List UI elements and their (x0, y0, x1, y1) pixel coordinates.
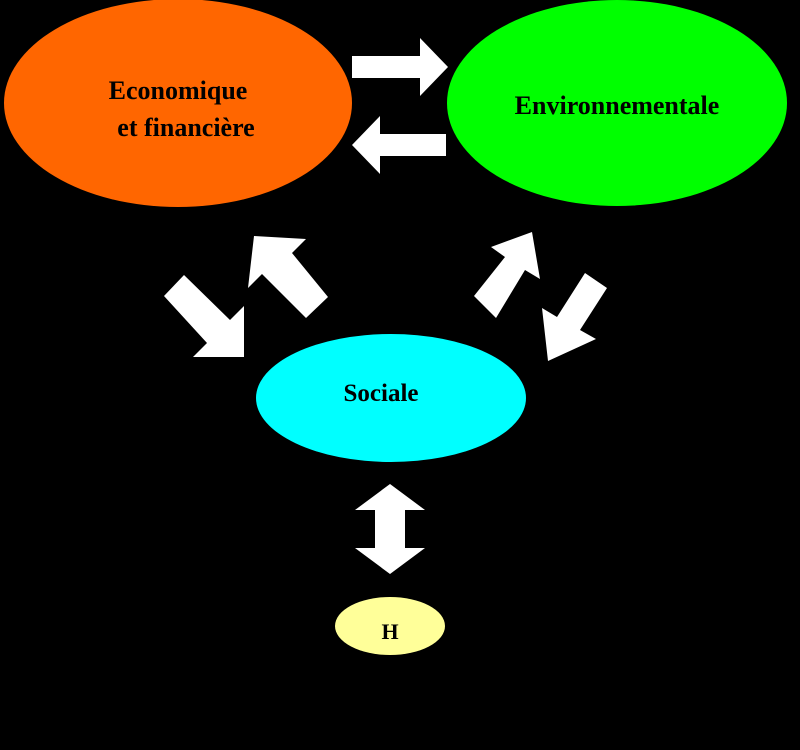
node-environnementale (447, 0, 787, 206)
arrow-sociale-h-bidirectional (355, 484, 425, 574)
arrow-sociale-to-environnementale (474, 232, 540, 318)
node-sociale (256, 334, 526, 462)
node-economique (4, 0, 352, 207)
node-economique-label-line1: Economique (109, 76, 248, 105)
arrow-economique-to-sociale (164, 275, 244, 357)
node-h (335, 597, 445, 655)
node-sociale-label: Sociale (344, 380, 419, 407)
arrow-economique-to-environnementale (352, 38, 448, 96)
node-environnementale-label: Environnementale (515, 91, 720, 120)
node-economique-label-line2: et financière (117, 113, 254, 142)
arrow-environnementale-to-economique (352, 116, 446, 174)
arrow-environnementale-to-sociale (542, 273, 607, 361)
arrow-sociale-to-economique (248, 236, 328, 318)
node-h-label: H (381, 619, 398, 644)
